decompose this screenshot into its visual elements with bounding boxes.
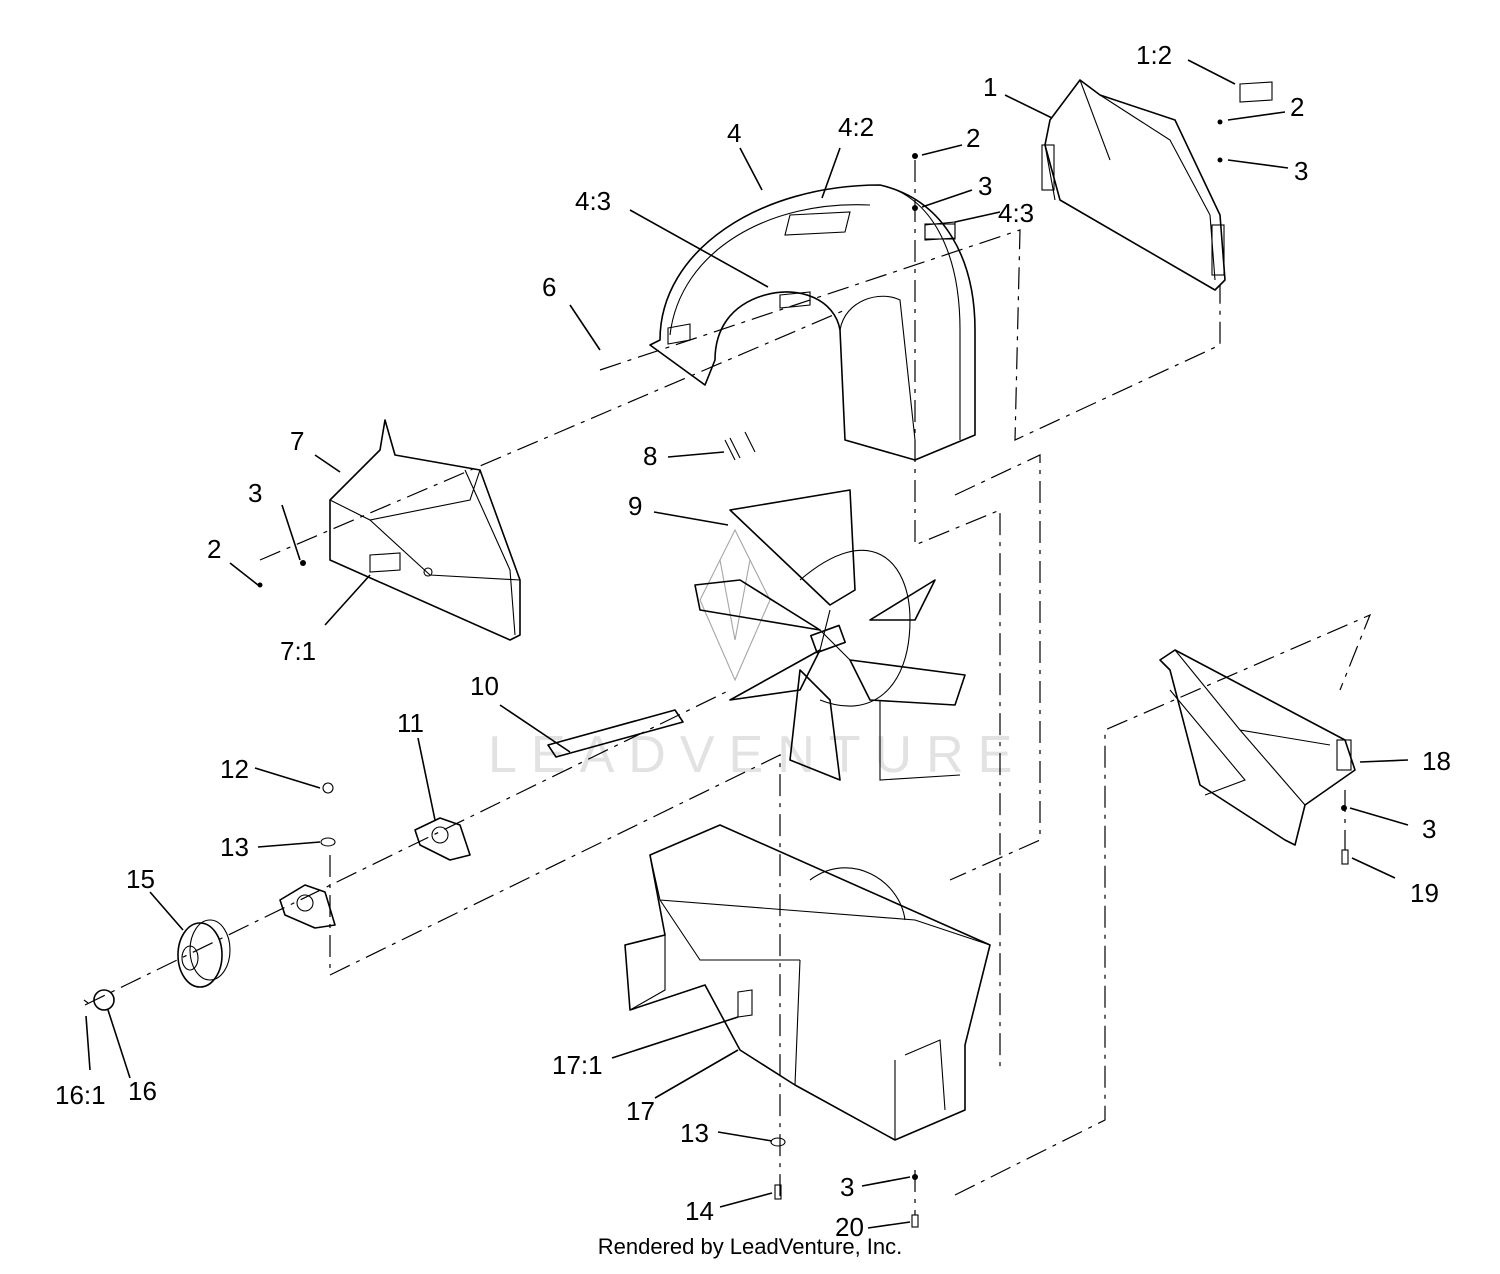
callout-4-3: 4:3: [998, 198, 1034, 228]
callout-18: 18: [1422, 746, 1451, 776]
part-12-bolt-head: [322, 782, 334, 794]
callout-3: 3: [248, 478, 262, 508]
part-10-shaft: [547, 709, 684, 758]
part-16-1-key: [83, 999, 89, 1004]
credit-line: Rendered by LeadVenture, Inc.: [597, 1234, 903, 1259]
part-1-2-decal: [1239, 81, 1273, 103]
part-18-right-chute: [1159, 649, 1356, 846]
callout-15: 15: [126, 864, 155, 894]
callout-19: 19: [1410, 878, 1439, 908]
callout-4: 4: [727, 118, 741, 148]
part-15-pulley: [177, 919, 231, 988]
callout-14: 14: [685, 1196, 714, 1226]
callout-17-1: 17:1: [552, 1050, 603, 1080]
callout-9: 9: [628, 491, 642, 521]
part-9-impeller: [694, 489, 966, 781]
callout-2: 2: [966, 123, 980, 153]
callout-7: 7: [290, 426, 304, 456]
callout-2: 2: [1290, 92, 1304, 122]
part-4-fan-housing: [649, 184, 976, 461]
alignment-lines: [84, 160, 1372, 1215]
part-17-lower-housing: [624, 824, 991, 1141]
callout-13: 13: [220, 832, 249, 862]
part-19-bolt: [1341, 849, 1349, 865]
callout-16: 16: [128, 1076, 157, 1106]
watermark-logo: [699, 528, 771, 682]
part-13-washer-lower: [770, 1137, 786, 1147]
callout-1: 1: [983, 72, 997, 102]
part-20-bolt: [911, 1214, 919, 1228]
callout-7-1: 7:1: [280, 636, 316, 666]
callout-17: 17: [626, 1096, 655, 1126]
callout-6: 6: [542, 272, 556, 302]
callout-4-2: 4:2: [838, 112, 874, 142]
part-13-washer: [320, 837, 336, 847]
part-11-bearing-lower: [279, 884, 336, 929]
callout-3: 3: [840, 1172, 854, 1202]
part-4-3-decal: [924, 223, 956, 240]
callout-3: 3: [1294, 156, 1308, 186]
part-1-upper-chute-plate: [1041, 79, 1226, 291]
part-8-key: [724, 431, 756, 461]
callout-8: 8: [643, 441, 657, 471]
leader-lines: [85, 59, 1409, 1229]
part-14-bolt: [774, 1184, 782, 1200]
callout-1-2: 1:2: [1136, 40, 1172, 70]
callout-3: 3: [1422, 814, 1436, 844]
callout-16-1: 16:1: [55, 1080, 106, 1110]
callout-2: 2: [207, 534, 221, 564]
part-7-side-chute: [329, 419, 521, 641]
hardware-dots: [257, 119, 1347, 1180]
callout-4-3: 4:3: [575, 186, 611, 216]
watermark-text: LEADVENTURE: [488, 726, 1026, 784]
callout-10: 10: [470, 671, 499, 701]
part-16-bushing: [93, 989, 115, 1011]
part-11-bearing: [414, 817, 471, 861]
callout-11: 11: [397, 708, 424, 738]
callout-13: 13: [680, 1118, 709, 1148]
callout-20: 20: [835, 1212, 864, 1242]
callout-3: 3: [978, 171, 992, 201]
callout-12: 12: [220, 754, 249, 784]
callout-labels: 1 1:2 2 3 2 3 4 4:2 4:3 4:3 6 7 3 2 7:1 …: [55, 40, 1451, 1242]
